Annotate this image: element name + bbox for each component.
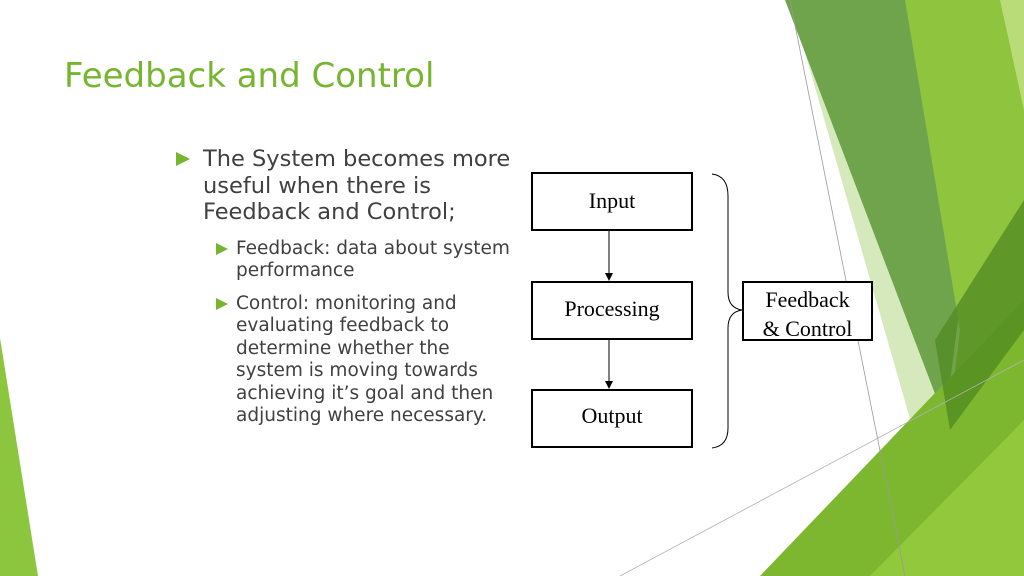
input-box: Input <box>531 172 693 231</box>
feedback-control-box: Feedback & Control <box>742 281 873 341</box>
sub-bullet-text: Control: monitoring and evaluating feedb… <box>236 292 494 427</box>
bullet-list: The System becomes more useful when ther… <box>176 146 516 428</box>
main-bullet-text: The System becomes more useful when ther… <box>203 146 511 225</box>
corner-light-facet <box>1000 0 1024 110</box>
triangle-bullet-icon <box>216 242 228 255</box>
input-label: Input <box>588 188 636 213</box>
left-green-wedge <box>0 338 38 576</box>
main-bullet: The System becomes more useful when ther… <box>176 146 516 226</box>
dark-accent-facet <box>935 200 1024 430</box>
output-box: Output <box>531 389 693 448</box>
feedback-label-line2: & Control <box>762 316 853 341</box>
triangle-bullet-icon <box>216 297 228 310</box>
thin-line-2 <box>619 359 1024 576</box>
bottom-light-facet <box>870 420 1024 576</box>
sub-bullet-text: Feedback: data about system performance <box>236 237 510 282</box>
processing-label: Processing <box>564 296 660 321</box>
processing-box: Processing <box>531 281 693 340</box>
sub-bullet-control: Control: monitoring and evaluating feedb… <box>216 293 516 428</box>
feedback-label-line1: Feedback <box>765 287 850 312</box>
output-label: Output <box>581 403 643 428</box>
curly-brace <box>711 173 743 449</box>
triangle-bullet-icon <box>176 152 190 166</box>
sub-bullet-feedback: Feedback: data about system performance <box>216 238 516 283</box>
slide-title: Feedback and Control <box>64 56 435 96</box>
